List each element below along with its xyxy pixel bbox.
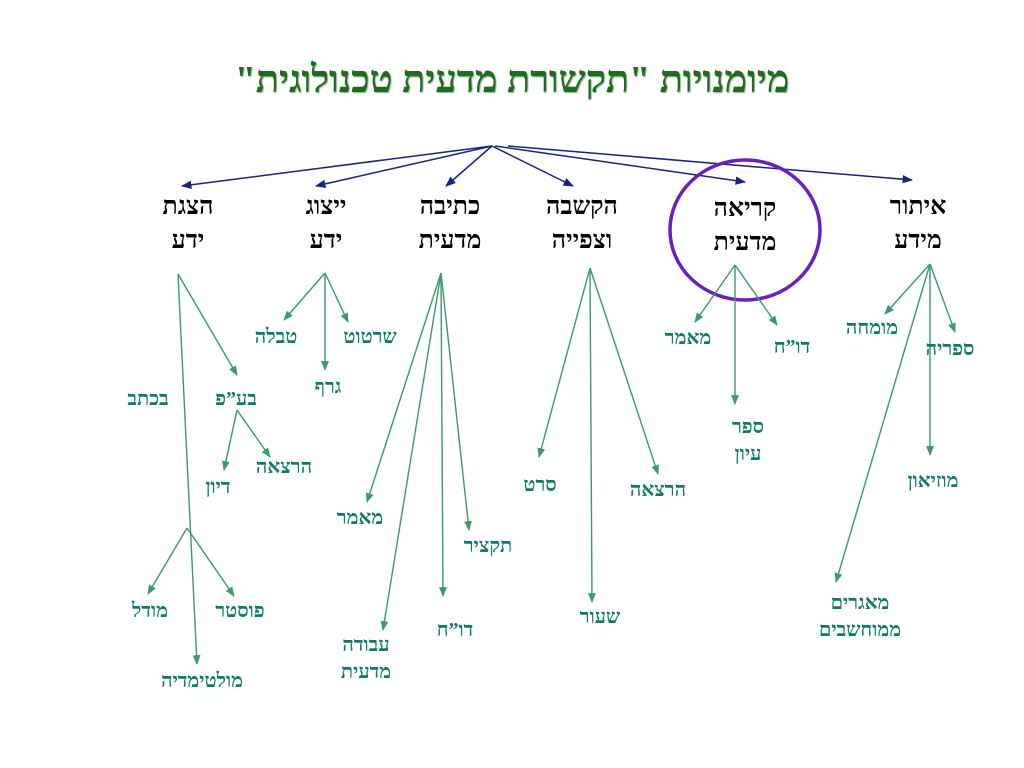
arrow-c3-hartzaa bbox=[589, 267, 659, 475]
category-line1: הצגת bbox=[162, 193, 214, 220]
category-scientific-writing: כתיבה מדעית bbox=[419, 190, 482, 258]
arrow-c5-tavla bbox=[283, 272, 326, 321]
category-line2: ידע bbox=[309, 226, 343, 254]
arrow-c1-momcheh bbox=[884, 263, 931, 315]
arrow-c4-avoda bbox=[380, 272, 442, 631]
category-listening-viewing: הקשבה וצפייה bbox=[546, 190, 618, 258]
arrow-baalpe-diyun bbox=[222, 409, 238, 471]
arrow-c1-maagarim bbox=[834, 263, 931, 583]
category-line1: הקשבה bbox=[546, 193, 618, 220]
item-model: מודל bbox=[132, 600, 168, 622]
arrow-c4-maamar bbox=[365, 272, 442, 503]
top-arrows bbox=[180, 145, 914, 189]
item-line: עיון bbox=[734, 443, 762, 465]
category-line1: קריאה bbox=[713, 195, 777, 222]
category-line2: מדעית bbox=[418, 226, 482, 254]
item-report-writing: דו”ח bbox=[436, 619, 474, 641]
item-report-reading: דו”ח bbox=[773, 336, 811, 358]
arrow-to-c6 bbox=[180, 145, 493, 189]
category-line2: ידע bbox=[171, 226, 205, 254]
item-poster: פוסטר bbox=[215, 600, 265, 622]
item-graph: גרף bbox=[314, 376, 342, 398]
page-title: מיומנויות "תקשורת מדעית טכנולוגית" bbox=[234, 59, 790, 101]
item-nonfiction-book: ספר עיון bbox=[732, 414, 764, 468]
arrow-c2-maamar bbox=[694, 264, 736, 323]
arrow-to-c1 bbox=[507, 145, 914, 184]
item-multimedia: מולטימדיה bbox=[161, 670, 243, 692]
arrow-c6-baalpe bbox=[177, 273, 238, 376]
item-article-writing: מאמר bbox=[336, 507, 384, 529]
arrow-c2-duach bbox=[734, 264, 778, 326]
category-scientific-reading: קריאה מדעית bbox=[714, 192, 777, 260]
arrow-node-poster bbox=[186, 527, 235, 597]
category-knowledge-presentation: הצגת ידע bbox=[163, 190, 214, 258]
item-lesson: שעור bbox=[579, 606, 621, 628]
arrow-to-c2 bbox=[494, 145, 747, 185]
item-table: טבלה bbox=[254, 326, 298, 348]
arrow-to-c5 bbox=[314, 145, 493, 189]
category-line2: מידע bbox=[894, 226, 942, 254]
item-discussion: דיון bbox=[205, 476, 231, 498]
arrow-c4-taktzir bbox=[440, 272, 472, 531]
category-line1: איתור bbox=[889, 193, 947, 220]
arrow-c1-sifriya bbox=[929, 263, 956, 333]
item-lecture-listening: הרצאה bbox=[629, 479, 687, 501]
item-lecture-presentation: הרצאה bbox=[255, 456, 313, 478]
item-library: ספריה bbox=[925, 338, 975, 360]
item-film: סרט bbox=[523, 474, 557, 496]
arrow-node-model bbox=[147, 527, 188, 595]
arrow-c4-duach bbox=[439, 272, 447, 597]
arrow-to-c3 bbox=[491, 145, 574, 187]
item-databases: מאגרים ממוחשבים bbox=[819, 590, 901, 644]
item-drawing: שרטוט bbox=[343, 326, 397, 348]
item-expert: מומחה bbox=[845, 317, 899, 339]
item-oral: בע”פ bbox=[215, 388, 257, 410]
highlight-ring bbox=[668, 158, 822, 302]
item-museum: מוזיאון bbox=[907, 470, 959, 492]
item-line: מאגרים bbox=[830, 592, 890, 614]
arrow-baalpe-hartzaa bbox=[236, 409, 271, 458]
category-line2: מדעית bbox=[713, 228, 777, 256]
item-line: מדעית bbox=[340, 661, 392, 683]
item-line: ספר bbox=[731, 416, 765, 438]
category-locating-info: איתור מידע bbox=[890, 190, 947, 258]
category-line1: ייצוג bbox=[305, 193, 347, 220]
arrow-c5-sirtut bbox=[324, 272, 349, 323]
item-article-reading: מאמר bbox=[664, 327, 712, 349]
item-written: בכתב bbox=[127, 388, 169, 410]
category-knowledge-representation: ייצוג ידע bbox=[306, 190, 347, 258]
arrow-to-c4 bbox=[445, 145, 493, 187]
item-line: עבודה bbox=[342, 634, 390, 656]
category-line1: כתיבה bbox=[419, 193, 481, 220]
item-scientific-work: עבודה מדעית bbox=[341, 632, 391, 686]
arrow-c6-trunk bbox=[177, 273, 201, 665]
item-line: ממוחשבים bbox=[818, 619, 902, 641]
sub-arrows bbox=[147, 263, 956, 665]
arrow-c3-seret bbox=[537, 267, 591, 458]
arrow-c3-shiur bbox=[588, 267, 596, 603]
item-abstract: תקציר bbox=[463, 535, 513, 557]
category-line2: וצפייה bbox=[551, 226, 613, 254]
